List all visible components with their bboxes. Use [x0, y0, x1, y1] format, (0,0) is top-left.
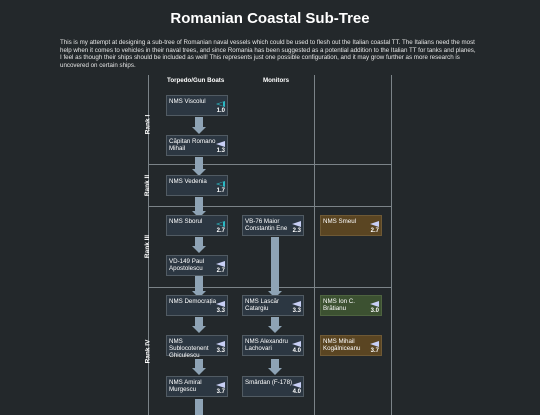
grid-line-left: [148, 75, 149, 415]
rank-label-4: Rank IV: [144, 339, 152, 363]
vehicle-card[interactable]: VD-149 Paul Apostolescu 2.7: [166, 255, 228, 276]
arrow-down-icon: [192, 326, 206, 333]
vehicle-name: NMS Lascăr Catargiu: [245, 298, 280, 312]
battle-rating: 3.3: [216, 308, 225, 314]
vehicle-name: NMS Amiral Murgescu: [169, 379, 202, 393]
rank-label-3: Rank III: [144, 234, 152, 259]
rank-divider-2: [148, 206, 392, 207]
tree-connector: [195, 276, 203, 292]
tree-connector: [195, 359, 203, 369]
battle-rating: 4.0: [292, 348, 301, 354]
lavender-flag-icon: [216, 382, 225, 388]
battle-rating: 1.0: [216, 108, 225, 114]
tree-connector: [271, 317, 279, 327]
battle-rating: 1.3: [216, 148, 225, 154]
tree-connector: [195, 399, 203, 415]
intro-text: This is my attempt at designing a sub-tr…: [60, 39, 476, 69]
page-title: Romanian Coastal Sub-Tree: [170, 10, 370, 27]
vehicle-name: NMS Vedenia: [169, 178, 207, 185]
arrow-down-icon: [192, 169, 206, 176]
lavender-flag-icon: [370, 221, 379, 227]
arrow-down-icon: [192, 368, 206, 375]
grid-line-right: [391, 75, 392, 415]
vehicle-name: Căpitan Romano Mihail: [169, 138, 216, 152]
battle-rating: 2.7: [370, 228, 379, 234]
tree-connector: [195, 317, 203, 327]
lavender-flag-icon: [216, 261, 225, 267]
lavender-flag-icon: [292, 221, 301, 227]
vehicle-name: Smârdan (F-178): [245, 379, 293, 386]
lavender-flag-icon: [216, 141, 225, 147]
vehicle-name: NMS Alexandru Lachovari: [245, 338, 288, 352]
tree-connector: [195, 157, 203, 170]
arrow-down-icon: [192, 211, 206, 218]
lavender-flag-icon: [292, 341, 301, 347]
tree-connector: [271, 237, 279, 292]
tree-connector: [271, 359, 279, 369]
grid-line-column-divider: [314, 75, 315, 415]
premium-vehicle-card[interactable]: NMS Smeul 2.7: [320, 215, 382, 236]
premium-vehicle-card[interactable]: NMS Mihail Kogălniceanu 3.7: [320, 335, 382, 356]
lavender-flag-icon: [216, 341, 225, 347]
arrow-down-icon: [268, 326, 282, 333]
vehicle-card[interactable]: NMS Lascăr Catargiu 3.3: [242, 295, 304, 316]
vehicle-name: NMS Mihail Kogălniceanu: [323, 338, 361, 352]
lavender-flag-icon: [292, 382, 301, 388]
lavender-flag-icon: [292, 301, 301, 307]
vehicle-name: NMS Democrația: [169, 298, 217, 305]
vehicle-card[interactable]: Smârdan (F-178) 4.0: [242, 376, 304, 397]
battle-rating: 3.3: [292, 308, 301, 314]
teal-flag-icon: [216, 221, 225, 227]
vehicle-name: NMS Smeul: [323, 218, 357, 225]
arrow-down-icon: [192, 246, 206, 253]
vehicle-name: NMS Viscolul: [169, 98, 206, 105]
battle-rating: 3.0: [370, 308, 379, 314]
arrow-down-icon: [192, 127, 206, 134]
rank-divider-1: [148, 164, 392, 165]
column-header-monitors: Monitors: [263, 77, 290, 84]
rank-label-2: Rank II: [144, 174, 152, 196]
battle-rating: 2.7: [216, 268, 225, 274]
tree-connector: [195, 117, 203, 128]
arrow-down-icon: [268, 291, 282, 298]
vehicle-name: NMS Sborul: [169, 218, 203, 225]
squadron-vehicle-card[interactable]: NMS Ion C. Brătianu 3.0: [320, 295, 382, 316]
vehicle-name: VB-76 Maior Constantin Ene: [245, 218, 288, 232]
vehicle-name: NMS Ion C. Brătianu: [323, 298, 355, 312]
vehicle-card[interactable]: VB-76 Maior Constantin Ene 2.3: [242, 215, 304, 236]
vehicle-name: VD-149 Paul Apostolescu: [169, 258, 205, 272]
battle-rating: 1.7: [216, 188, 225, 194]
vehicle-card[interactable]: NMS Vedenia 1.7: [166, 175, 228, 196]
vehicle-card[interactable]: NMS Democrația 3.3: [166, 295, 228, 316]
lavender-flag-icon: [216, 301, 225, 307]
tree-connector: [195, 197, 203, 212]
battle-rating: 3.7: [216, 389, 225, 395]
rank-label-1: Rank I: [144, 114, 152, 135]
teal-flag-icon: [216, 181, 225, 187]
battle-rating: 3.7: [370, 348, 379, 354]
battle-rating: 3.3: [216, 348, 225, 354]
teal-flag-icon: [216, 101, 225, 107]
vehicle-card[interactable]: NMS Viscolul 1.0: [166, 95, 228, 116]
column-header-torpedo-gun-boats: Torpedo/Gun Boats: [167, 77, 225, 84]
vehicle-card[interactable]: NMS Alexandru Lachovari 4.0: [242, 335, 304, 356]
arrow-down-icon: [192, 291, 206, 298]
tree-connector: [195, 237, 203, 247]
tech-tree: Torpedo/Gun Boats Monitors Rank I Rank I…: [145, 75, 392, 415]
vehicle-card[interactable]: NMS Sborul 2.7: [166, 215, 228, 236]
vehicle-card[interactable]: Căpitan Romano Mihail 1.3: [166, 135, 228, 156]
battle-rating: 4.0: [292, 389, 301, 395]
arrow-down-icon: [268, 368, 282, 375]
battle-rating: 2.7: [216, 228, 225, 234]
vehicle-card[interactable]: NMS Amiral Murgescu 3.7: [166, 376, 228, 397]
rank-divider-3: [148, 287, 392, 288]
battle-rating: 2.3: [292, 228, 301, 234]
vehicle-name: NMS Sublocotenent Ghiculescu: [169, 338, 209, 359]
lavender-flag-icon: [370, 301, 379, 307]
lavender-flag-icon: [370, 341, 379, 347]
vehicle-card[interactable]: NMS Sublocotenent Ghiculescu 3.3: [166, 335, 228, 359]
